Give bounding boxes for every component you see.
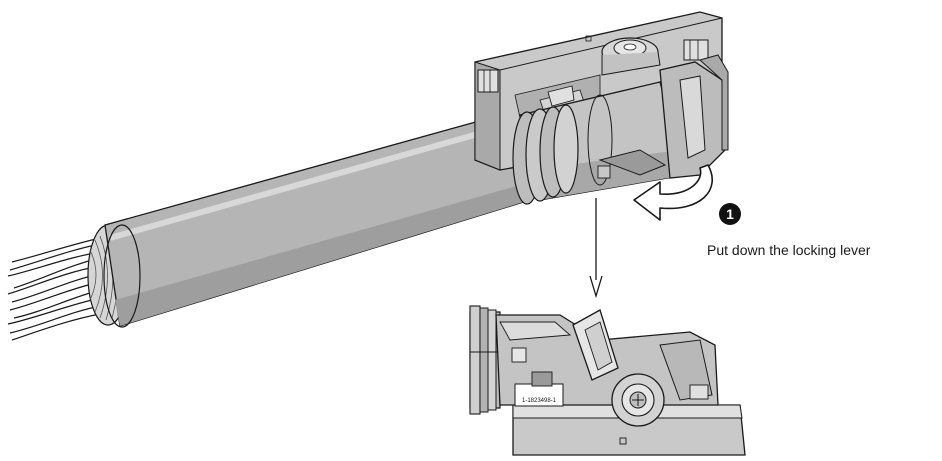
part-number-label: 1-1823498-1 xyxy=(522,398,557,404)
backshell xyxy=(512,37,729,205)
step-instruction: Put down the locking lever xyxy=(707,242,871,258)
step-number: 1 xyxy=(726,206,734,222)
mated-connector: 1-1823498-1 xyxy=(469,305,746,456)
down-arrow-icon xyxy=(589,198,603,299)
step-badge-icon: 1 xyxy=(719,203,741,225)
cable-wires xyxy=(7,237,101,341)
rotation-arrow-icon xyxy=(633,164,714,221)
cable-jacket xyxy=(103,117,531,328)
